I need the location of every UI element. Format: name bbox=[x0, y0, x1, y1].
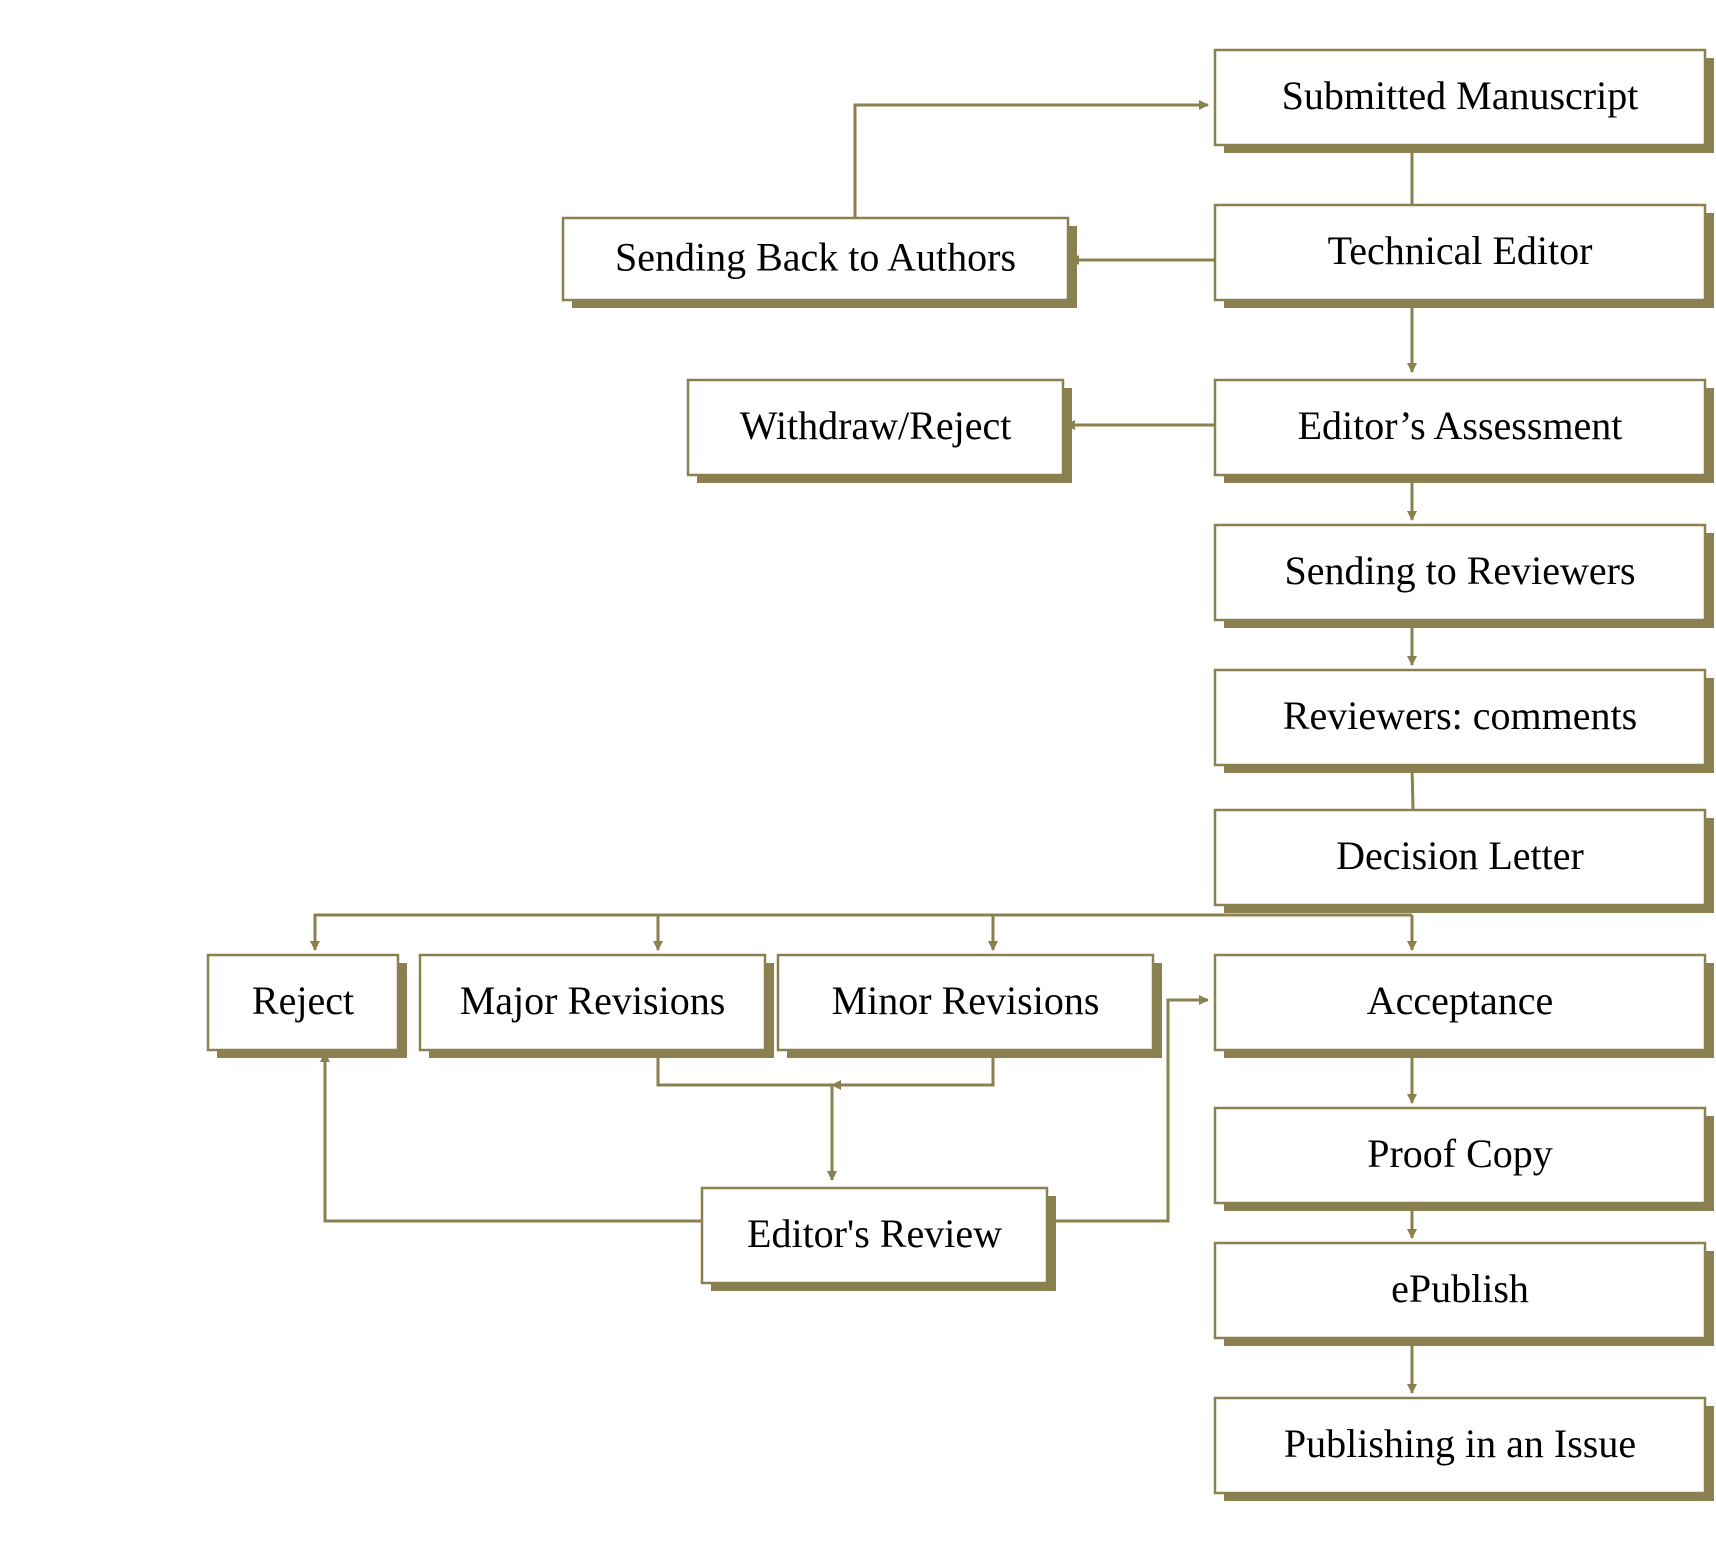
node-label: Proof Copy bbox=[1367, 1131, 1553, 1176]
node-box bbox=[1213, 203, 1707, 302]
node-editorreview: Editor's Review bbox=[700, 1186, 1056, 1291]
node-label: Sending to Reviewers bbox=[1284, 548, 1635, 593]
edge-sendback-to-submitted bbox=[853, 100, 1209, 218]
edge-decision-to-reject bbox=[310, 913, 1412, 951]
node-box bbox=[1213, 48, 1707, 147]
node-box bbox=[1213, 378, 1707, 477]
node-label: Minor Revisions bbox=[832, 978, 1100, 1023]
node-submitted: Submitted Manuscript bbox=[1213, 48, 1714, 153]
node-withdraw: Withdraw/Reject bbox=[686, 378, 1072, 483]
node-label: Reject bbox=[252, 978, 354, 1023]
node-epublish: ePublish bbox=[1213, 1241, 1714, 1346]
node-label: Decision Letter bbox=[1336, 833, 1584, 878]
node-decision: Decision Letter bbox=[1213, 808, 1714, 913]
node-label: ePublish bbox=[1391, 1266, 1529, 1311]
edge-editorreview-to-reject bbox=[320, 1052, 702, 1223]
node-box bbox=[206, 953, 400, 1052]
node-label: Submitted Manuscript bbox=[1282, 73, 1639, 118]
node-box bbox=[1213, 523, 1707, 622]
node-box bbox=[686, 378, 1065, 477]
node-box bbox=[1213, 1241, 1707, 1340]
node-label: Editor’s Assessment bbox=[1298, 403, 1623, 448]
node-label: Sending Back to Authors bbox=[615, 235, 1016, 280]
node-sendback: Sending Back to Authors bbox=[561, 216, 1077, 308]
node-label: Major Revisions bbox=[460, 978, 726, 1023]
node-proof: Proof Copy bbox=[1213, 1106, 1714, 1211]
node-box bbox=[1213, 668, 1707, 767]
edge-editorreview-to-acceptance bbox=[1047, 995, 1209, 1223]
node-label: Editor's Review bbox=[747, 1211, 1002, 1256]
node-box bbox=[1213, 808, 1707, 907]
node-technical: Technical Editor bbox=[1213, 203, 1714, 308]
node-acceptance: Acceptance bbox=[1213, 953, 1714, 1058]
node-box bbox=[700, 1186, 1049, 1285]
node-label: Acceptance bbox=[1367, 978, 1554, 1023]
edge-minor-to-editorreview bbox=[831, 1055, 995, 1090]
edge-major-to-editorreview bbox=[656, 1055, 837, 1181]
node-box bbox=[1213, 953, 1707, 1052]
node-comments: Reviewers: comments bbox=[1213, 668, 1714, 773]
node-box bbox=[776, 953, 1155, 1052]
node-reviewers: Sending to Reviewers bbox=[1213, 523, 1714, 628]
node-issue: Publishing in an Issue bbox=[1213, 1396, 1714, 1501]
node-label: Technical Editor bbox=[1328, 228, 1593, 273]
node-box bbox=[1213, 1396, 1707, 1495]
node-minor: Minor Revisions bbox=[776, 953, 1162, 1058]
node-label: Reviewers: comments bbox=[1283, 693, 1637, 738]
node-label: Publishing in an Issue bbox=[1284, 1421, 1636, 1466]
node-label: Withdraw/Reject bbox=[740, 403, 1012, 448]
node-box bbox=[561, 216, 1070, 302]
node-major: Major Revisions bbox=[418, 953, 774, 1058]
node-box bbox=[1213, 1106, 1707, 1205]
node-box bbox=[418, 953, 767, 1052]
node-assessment: Editor’s Assessment bbox=[1213, 378, 1714, 483]
node-reject: Reject bbox=[206, 953, 407, 1058]
